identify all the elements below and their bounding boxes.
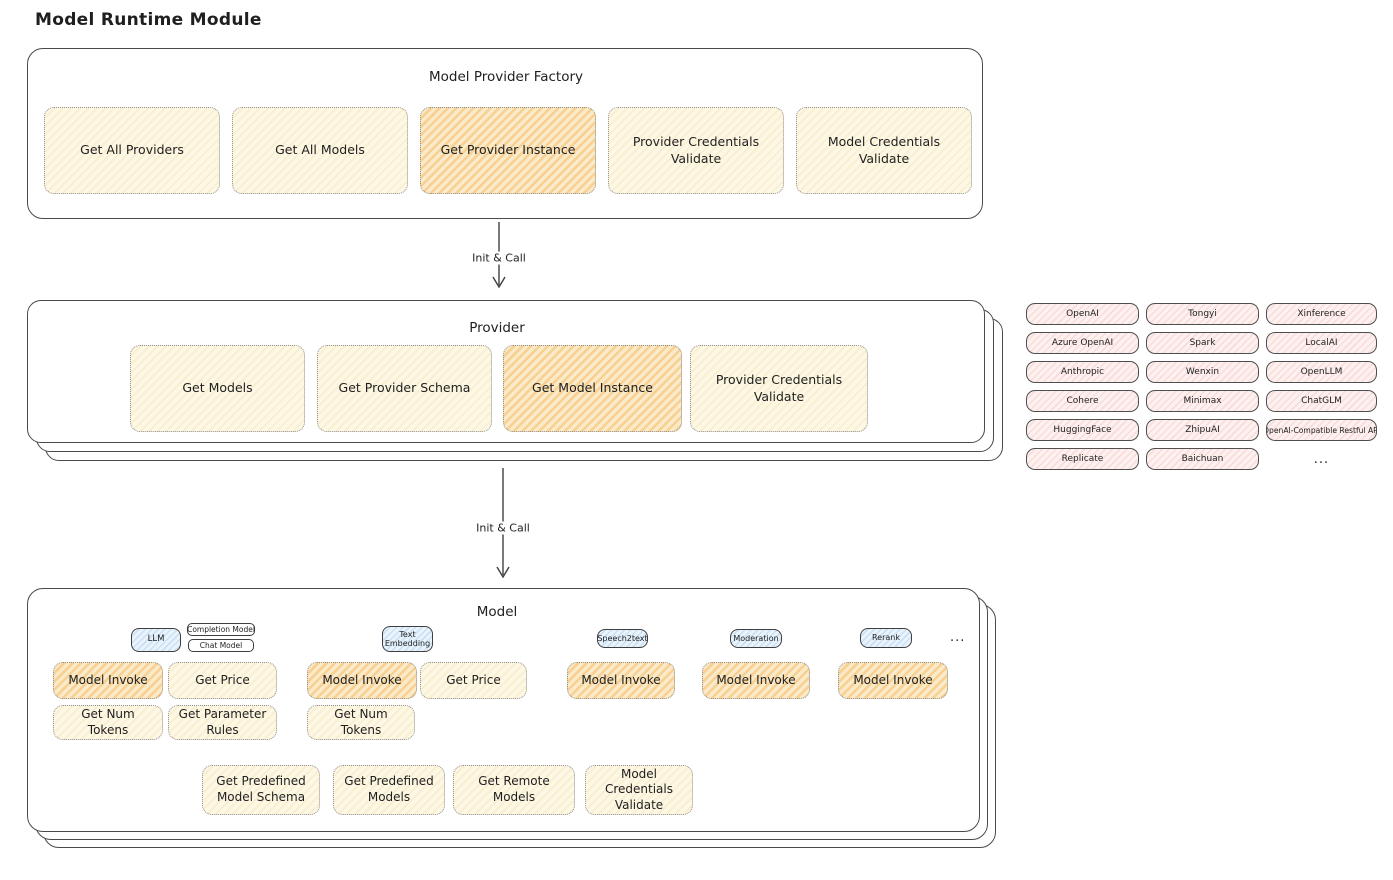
provider-chip-localai: LocalAI bbox=[1266, 332, 1377, 354]
node-label: Get All Models bbox=[275, 142, 365, 158]
node-get-remote-models: Get Remote Models bbox=[453, 765, 575, 815]
node-llm-get-price: Get Price bbox=[168, 662, 277, 699]
tab-llm: LLM bbox=[131, 628, 181, 652]
arrow-label-init-call-1: Init & Call bbox=[466, 251, 532, 265]
tab-rerank: Rerank bbox=[860, 628, 912, 648]
provider-chip-azure-openai: Azure OpenAI bbox=[1026, 332, 1139, 354]
provider-chip-xinference: Xinference bbox=[1266, 303, 1377, 325]
node-label: Model Invoke bbox=[68, 672, 148, 687]
provider-chip-anthropic: Anthropic bbox=[1026, 361, 1139, 383]
node-label: Get Parameter Rules bbox=[178, 706, 267, 737]
provider-chip-huggingface: HuggingFace bbox=[1026, 419, 1139, 441]
node-provider-credentials-validate-2: Provider Credentials Validate bbox=[690, 345, 868, 432]
node-model-credentials-validate-2: Model Credentials Validate bbox=[585, 765, 693, 815]
node-label: Get Price bbox=[446, 672, 501, 687]
node-embedding-model-invoke: Model Invoke bbox=[307, 662, 417, 699]
node-label: Provider Credentials Validate bbox=[715, 372, 843, 404]
provider-chip-spark: Spark bbox=[1146, 332, 1259, 354]
provider-chip-minimax: Minimax bbox=[1146, 390, 1259, 412]
node-label: Get Remote Models bbox=[478, 774, 550, 804]
node-get-model-instance: Get Model Instance bbox=[503, 345, 682, 432]
node-embedding-get-num-tokens: Get Num Tokens bbox=[307, 705, 415, 740]
node-get-predefined-model-schema: Get Predefined Model Schema bbox=[202, 765, 320, 815]
node-get-provider-instance: Get Provider Instance bbox=[420, 107, 596, 194]
node-label: Get Predefined Model Schema bbox=[216, 774, 306, 804]
page-title: Model Runtime Module bbox=[35, 10, 262, 30]
provider-chip-chatglm: ChatGLM bbox=[1266, 390, 1377, 412]
provider-chip-replicate: Replicate bbox=[1026, 448, 1139, 470]
node-label: Get Provider Schema bbox=[338, 380, 471, 396]
node-label: Get Num Tokens bbox=[334, 706, 388, 737]
node-get-provider-schema: Get Provider Schema bbox=[317, 345, 492, 432]
node-label: Model Credentials Validate bbox=[827, 134, 941, 166]
provider-chip-openllm: OpenLLM bbox=[1266, 361, 1377, 383]
provider-title: Provider bbox=[469, 320, 525, 336]
provider-chip-openai: OpenAI bbox=[1026, 303, 1139, 325]
node-model-credentials-validate: Model Credentials Validate bbox=[796, 107, 972, 194]
tab-text-embedding: Text Embedding bbox=[382, 626, 433, 652]
tab-speech2text: Speech2text bbox=[597, 629, 648, 648]
node-get-predefined-models: Get Predefined Models bbox=[333, 765, 445, 815]
provider-chip-baichuan: Baichuan bbox=[1146, 448, 1259, 470]
node-llm-get-num-tokens: Get Num Tokens bbox=[53, 705, 163, 740]
node-label: Model Invoke bbox=[853, 672, 933, 687]
node-get-models: Get Models bbox=[130, 345, 305, 432]
factory-title: Model Provider Factory bbox=[428, 69, 584, 85]
provider-chip-tongyi: Tongyi bbox=[1146, 303, 1259, 325]
tabs-ellipsis: ... bbox=[950, 630, 966, 645]
node-label: Provider Credentials Validate bbox=[632, 134, 760, 166]
provider-chip-zhipuai: ZhipuAI bbox=[1146, 419, 1259, 441]
node-embedding-get-price: Get Price bbox=[420, 662, 527, 699]
node-label: Model Invoke bbox=[716, 672, 796, 687]
node-label: Get Model Instance bbox=[532, 380, 653, 396]
node-get-all-models: Get All Models bbox=[232, 107, 408, 194]
provider-chip-wenxin: Wenxin bbox=[1146, 361, 1259, 383]
tab-completion-model: Completion Model bbox=[187, 623, 255, 636]
node-label: Model Credentials Validate bbox=[604, 766, 673, 812]
node-llm-get-parameter-rules: Get Parameter Rules bbox=[168, 705, 277, 740]
provider-chip-cohere: Cohere bbox=[1026, 390, 1139, 412]
provider-chip-openai-compatible: OpenAI-Compatible Restful API bbox=[1266, 419, 1377, 441]
providers-list: OpenAI Tongyi Xinference Azure OpenAI Sp… bbox=[1026, 303, 1377, 470]
node-get-all-providers: Get All Providers bbox=[44, 107, 220, 194]
node-moderation-model-invoke: Model Invoke bbox=[702, 662, 810, 699]
node-label: Get Predefined Models bbox=[344, 774, 434, 804]
tab-chat-model: Chat Model bbox=[188, 639, 254, 652]
node-provider-credentials-validate: Provider Credentials Validate bbox=[608, 107, 784, 194]
node-label: Get Num Tokens bbox=[81, 706, 135, 737]
tab-moderation: Moderation bbox=[730, 629, 782, 648]
node-label: Get Models bbox=[182, 380, 253, 396]
node-label: Get Price bbox=[195, 672, 250, 687]
node-label: Get Provider Instance bbox=[440, 142, 576, 158]
providers-ellipsis: ... bbox=[1313, 451, 1330, 467]
arrow-label-init-call-2: Init & Call bbox=[470, 521, 536, 535]
node-label: Get All Providers bbox=[80, 142, 184, 158]
model-title: Model bbox=[476, 604, 518, 620]
node-speech2text-model-invoke: Model Invoke bbox=[567, 662, 675, 699]
node-label: Model Invoke bbox=[581, 672, 661, 687]
node-llm-model-invoke: Model Invoke bbox=[53, 662, 163, 699]
node-rerank-model-invoke: Model Invoke bbox=[838, 662, 948, 699]
node-label: Model Invoke bbox=[322, 672, 402, 687]
